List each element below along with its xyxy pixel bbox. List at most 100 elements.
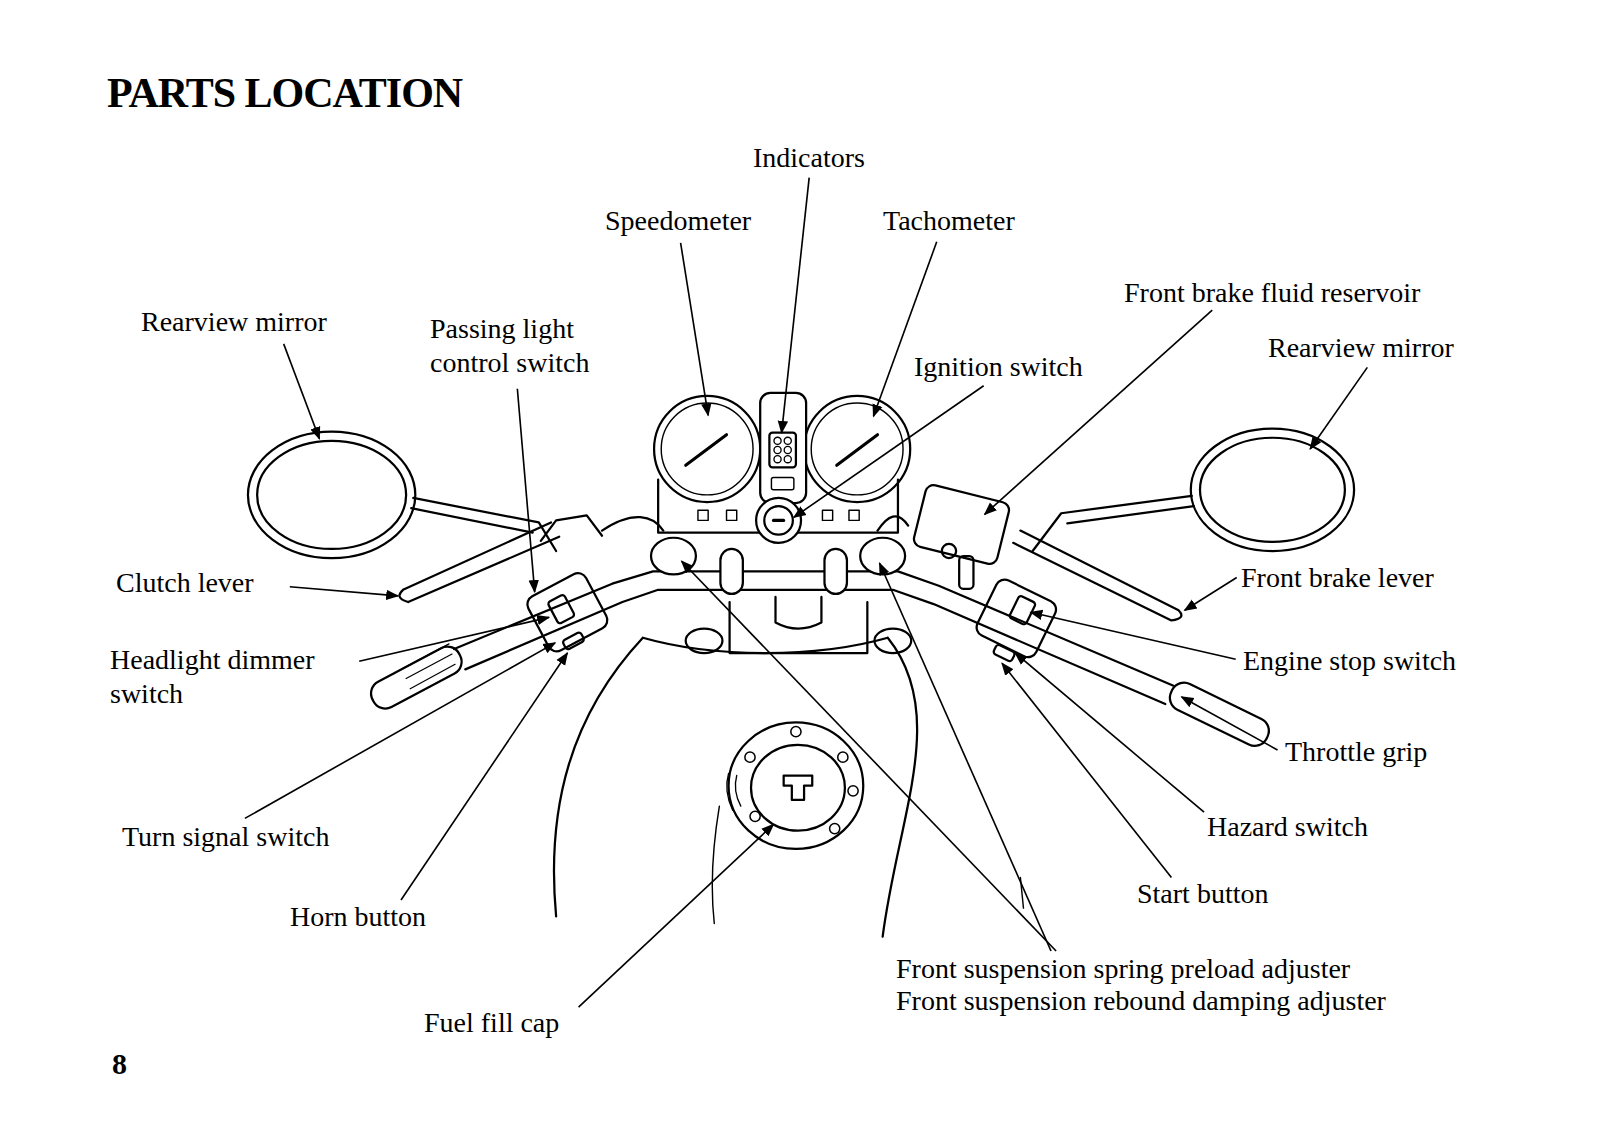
switch-knob xyxy=(547,594,575,624)
mirror-stem xyxy=(1033,496,1194,551)
art-part xyxy=(745,752,755,762)
brake-switch xyxy=(959,556,973,589)
leader-line xyxy=(1031,612,1236,659)
leader-line xyxy=(873,242,936,416)
reservoir-window xyxy=(942,544,956,558)
mirror xyxy=(257,441,406,549)
part-label: Speedometer xyxy=(605,204,751,238)
steering-nut xyxy=(776,597,822,629)
part-label: Tachometer xyxy=(883,204,1015,238)
leader-line xyxy=(579,824,774,1007)
tachometer xyxy=(804,396,910,502)
right-switch-housing xyxy=(974,577,1060,661)
part-label: Throttle grip xyxy=(1285,735,1427,769)
leader-line xyxy=(1002,663,1171,877)
ignition-switch xyxy=(764,506,793,535)
fuel-cap xyxy=(751,745,845,831)
indicator-panel xyxy=(769,433,796,468)
part-label: Headlight dimmer switch xyxy=(110,643,360,711)
part-label: Passing light control switch xyxy=(430,312,635,380)
fork-mount xyxy=(686,629,723,653)
leader-line xyxy=(681,243,709,415)
mirror xyxy=(248,432,415,559)
handlebar xyxy=(465,590,1165,704)
switch-knob xyxy=(993,644,1016,662)
part-label: Engine stop switch xyxy=(1243,644,1456,678)
tachometer-face xyxy=(811,403,903,495)
leader-line xyxy=(1310,367,1367,449)
left-switch-housing xyxy=(524,570,610,655)
page-number: 8 xyxy=(112,1047,127,1081)
mirror xyxy=(1191,429,1354,551)
speedometer-face xyxy=(661,403,753,495)
brake-reservoir xyxy=(912,483,1010,565)
part-label: Fuel fill cap xyxy=(424,1006,559,1040)
clutch-perch xyxy=(541,515,602,541)
leader-line xyxy=(517,389,534,592)
part-label: Horn button xyxy=(290,900,426,934)
fuel-cap-ring xyxy=(729,722,864,849)
leader-line xyxy=(359,617,549,661)
fuel-cap-bolts xyxy=(745,727,858,834)
indicator-window xyxy=(771,478,793,490)
part-label: Front brake lever xyxy=(1241,561,1434,595)
fuel-tank xyxy=(554,638,917,937)
part-label: Clutch lever xyxy=(116,566,254,600)
art-part xyxy=(784,437,791,444)
leader-line xyxy=(1015,653,1204,812)
leader-line xyxy=(682,561,1056,951)
art-part xyxy=(830,823,840,833)
leader-line xyxy=(284,344,320,439)
needle xyxy=(837,435,878,466)
art-part xyxy=(698,510,708,520)
leader-line xyxy=(1182,697,1278,750)
page-title: PARTS LOCATION xyxy=(107,69,462,117)
mirror xyxy=(1200,438,1345,542)
center-console xyxy=(760,393,806,503)
art-part xyxy=(822,510,832,520)
part-label: Turn signal switch xyxy=(122,820,329,854)
part-label: Rearview mirror xyxy=(1268,331,1454,365)
illustration xyxy=(248,393,1354,937)
bar-clamp xyxy=(824,549,846,594)
art-part xyxy=(848,786,858,796)
part-label: Indicators xyxy=(753,141,865,175)
art-part xyxy=(849,510,859,520)
tank-seam xyxy=(712,806,1023,923)
art-part xyxy=(784,446,791,453)
part-label: Hazard switch xyxy=(1207,810,1368,844)
part-label: Front brake fluid reservoir xyxy=(1124,276,1420,310)
ignition-switch xyxy=(756,498,801,543)
part-label: Front suspension spring preload adjuster xyxy=(896,952,1350,986)
part-label: Front suspension rebound damping adjuste… xyxy=(896,984,1386,1018)
switch-knob xyxy=(1009,595,1036,625)
cable xyxy=(602,516,908,530)
art-part xyxy=(774,446,781,453)
fork-mount xyxy=(874,629,911,653)
leader-line xyxy=(985,310,1213,514)
needle xyxy=(686,435,727,466)
leader-line xyxy=(782,178,810,433)
indicator-lamps xyxy=(774,437,791,463)
leader-line xyxy=(794,386,984,518)
art-part xyxy=(791,727,801,737)
art-part xyxy=(727,510,737,520)
leader-line xyxy=(1185,578,1237,611)
art-part xyxy=(838,752,848,762)
art-part xyxy=(774,456,781,463)
bar-clamp xyxy=(720,549,742,594)
grip-ribs xyxy=(403,644,455,689)
leader-line xyxy=(290,587,398,596)
art-part xyxy=(784,456,791,463)
leader-line xyxy=(880,563,1051,951)
art-part xyxy=(750,811,760,821)
switch-knob xyxy=(562,632,585,651)
part-label: Rearview mirror xyxy=(141,305,327,339)
fuel-cap-arc xyxy=(727,773,741,810)
art-part xyxy=(774,437,781,444)
mirror-stem xyxy=(411,498,556,551)
fuel-cap-key xyxy=(784,776,813,800)
part-label: Ignition switch xyxy=(914,350,1083,384)
part-label: Start button xyxy=(1137,877,1268,911)
